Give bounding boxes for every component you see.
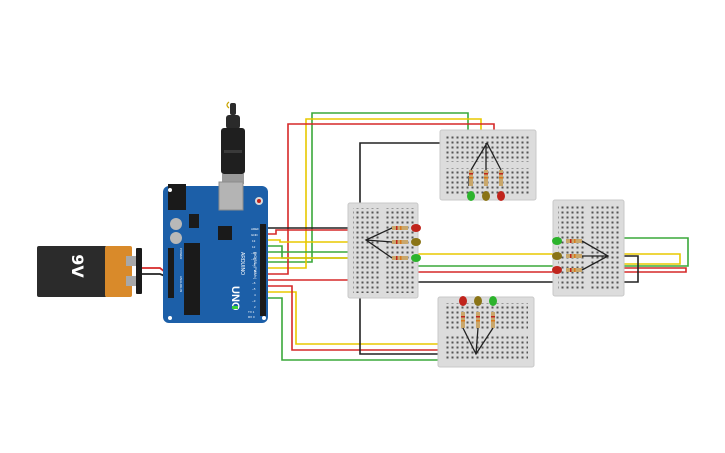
pin-label: 12 [252, 245, 256, 249]
wire-battery-red[interactable] [140, 267, 166, 273]
wire-yellow-left[interactable] [268, 239, 410, 243]
led-icon[interactable] [411, 254, 421, 262]
resistor-icon[interactable] [566, 268, 582, 272]
led-icon[interactable] [482, 191, 490, 201]
resistor-icon[interactable] [476, 312, 480, 328]
pin-label: ~6 [252, 281, 256, 285]
led-icon[interactable] [467, 176, 475, 201]
pin-label: 8 [254, 269, 256, 273]
resistor-icon[interactable] [392, 226, 408, 230]
led-icon[interactable] [552, 237, 562, 245]
breadboard-left[interactable] [347, 202, 419, 299]
battery-label: 9V [68, 254, 87, 278]
resistor-icon[interactable] [392, 256, 408, 260]
led-icon[interactable] [497, 191, 505, 201]
pin-label: ~10 [251, 257, 256, 261]
resistor-icon[interactable] [484, 170, 488, 186]
battery-9v-icon[interactable]: 9V [37, 246, 142, 297]
wire-red-left[interactable] [268, 229, 410, 235]
pin-label: ~3 [252, 299, 256, 303]
pin-label: TX 1 [248, 310, 255, 314]
resistor-icon[interactable] [566, 239, 582, 243]
resistor-icon[interactable] [499, 170, 503, 186]
pin-label: 4 [254, 293, 256, 297]
led-icon[interactable] [411, 224, 421, 232]
pin-label: GND [251, 233, 259, 237]
resistor-icon[interactable] [566, 254, 582, 258]
wire-battery-black[interactable] [140, 273, 166, 277]
leds-left [364, 224, 421, 262]
led-icon[interactable] [474, 296, 482, 306]
pin-label: 13 [252, 239, 256, 243]
pin-label: RX 0 [248, 315, 255, 319]
breadboard-right[interactable] [552, 199, 625, 297]
pin-label: ~9 [252, 263, 256, 267]
resistor-icon[interactable] [491, 312, 495, 328]
pin-label: ~5 [252, 287, 256, 291]
leds-bottom [459, 296, 497, 356]
resistor-icon[interactable] [469, 170, 473, 186]
led-icon[interactable] [411, 238, 421, 246]
resistor-icon[interactable] [392, 240, 408, 244]
led-icon[interactable] [552, 252, 562, 260]
breadboard-top[interactable] [439, 129, 537, 201]
resistor-icon[interactable] [461, 312, 465, 328]
arduino-uno-icon[interactable]: UNO ARDUINO DIGITAL (PWM~) POWER ANALOG … [163, 181, 268, 323]
wire-yellow-right[interactable] [268, 253, 681, 265]
pin-label: 2 [254, 305, 256, 309]
arduino-brand: UNO [229, 286, 241, 311]
arduino-sub-label: ARDUINO [239, 252, 245, 275]
arduino-analog-label: ANALOG IN [179, 276, 183, 292]
leds-top [467, 141, 505, 201]
leds-right [552, 237, 610, 274]
led-icon[interactable] [459, 296, 467, 306]
pin-label: 7 [254, 275, 256, 279]
usb-cable-icon[interactable] [221, 101, 245, 184]
arduino-power-label: POWER [179, 248, 183, 260]
led-icon[interactable] [552, 266, 562, 274]
arduino-digital-label: DIGITAL (PWM~) [253, 252, 257, 279]
led-icon[interactable] [489, 296, 497, 306]
digital-pin-labels: AREF GND 13 12 ~11 ~10 ~9 8 7 ~6 ~5 4 ~3… [248, 227, 259, 319]
pin-label: AREF [251, 227, 259, 231]
breadboard-bottom[interactable] [437, 296, 535, 368]
wire-green-right[interactable] [268, 237, 689, 267]
pin-label: ~11 [251, 251, 256, 255]
